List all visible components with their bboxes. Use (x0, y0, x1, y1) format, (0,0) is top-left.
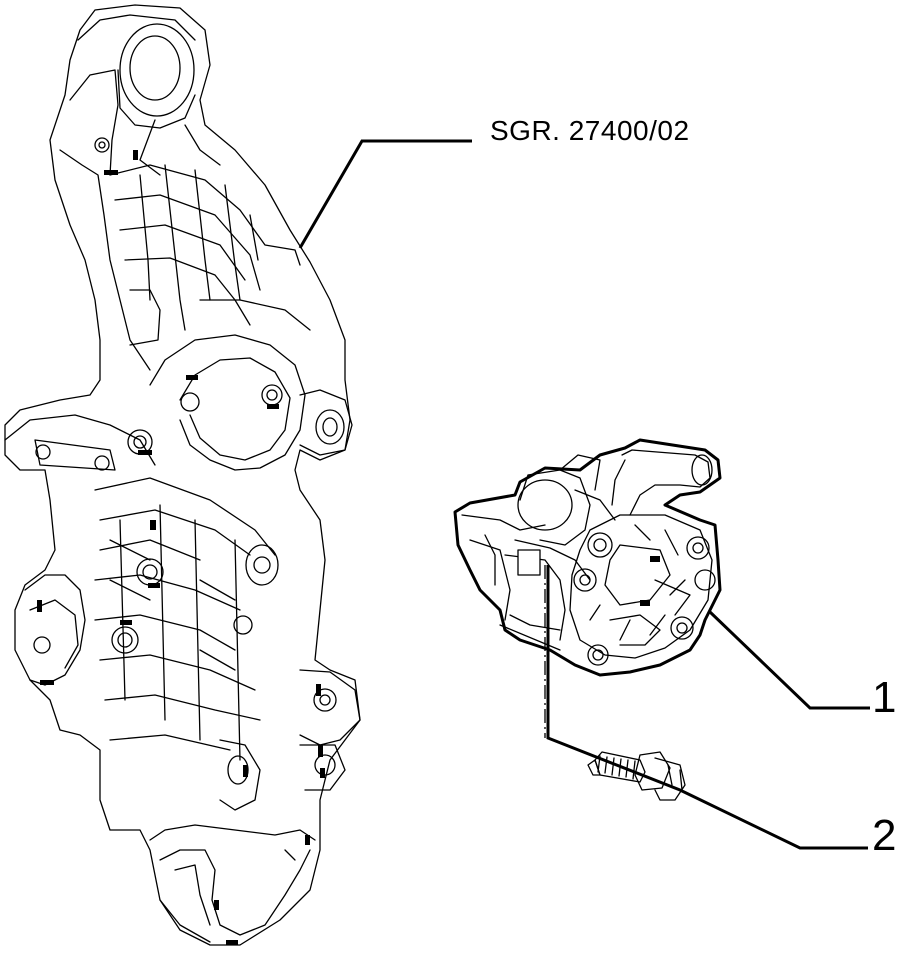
leader-line-1 (708, 610, 870, 710)
reference-label: SGR. 27400/02 (490, 115, 690, 146)
mounting-bracket (4, 4, 361, 946)
callout-1: 1 (872, 673, 896, 722)
bolt (587, 751, 686, 801)
leader-line-2 (546, 565, 868, 850)
callout-2: 2 (872, 811, 896, 860)
power-steering-pump (453, 438, 722, 677)
leader-line-reference (298, 139, 472, 249)
